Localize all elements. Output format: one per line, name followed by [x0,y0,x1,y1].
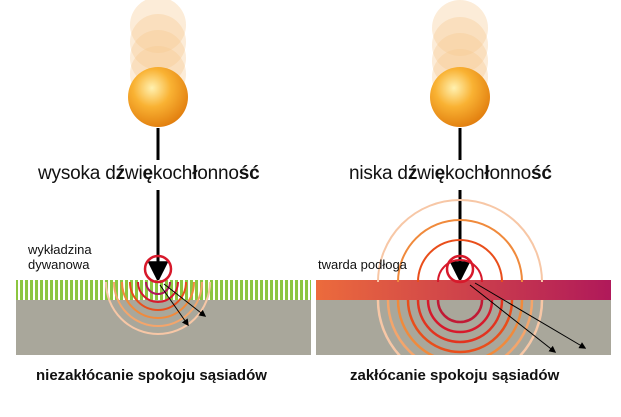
left-heading-text-3: wi [124,163,143,184]
left-sound-waves [105,281,211,335]
left-heading-text-4: ę [142,163,153,184]
right-ball [430,67,490,127]
left-panel [16,0,311,355]
left-heading-text-7: onno [197,163,239,184]
right-sound-waves [376,300,544,355]
left-impact-ring [143,254,173,284]
carpet-label: wykładzina dywanowa [28,242,92,272]
right-impact-ring [445,254,475,284]
right-transmission-arrow-1 [469,284,557,353]
right-slab [316,300,611,355]
left-heading-text-8: ść [238,163,260,184]
right-surface-waves [377,199,543,283]
right-transmission-arrow-2 [474,282,587,349]
right-heading-text-1: niska d [349,163,408,184]
right-heading-text-6: ł [484,163,490,184]
left-heading-text-5: koch [152,163,193,184]
left-ball [128,67,188,127]
left-transmission-arrow-1 [159,284,189,327]
right-heading-text-7: onno [489,163,531,184]
right-heading-text-3: wi [417,163,435,184]
left-heading-text-2: ź [115,163,126,184]
right-heading-text-4: ę [434,163,446,184]
right-panel [316,0,611,355]
left-heading: wysoka dźwiękochłonność [38,163,260,185]
left-transmission-arrow-2 [163,283,207,317]
left-slab [16,300,311,355]
right-caption: zakłócanie spokoju sąsiadów [350,367,560,384]
hard-floor-layer [316,280,611,300]
right-heading-text-5: koch [445,163,485,184]
left-caption: niezakłócanie spokoju sąsiadów [36,367,267,384]
carpet-label-line-2: dywanowa [28,257,90,272]
right-heading: niska dźwiękochłonność [349,163,552,185]
right-heading-text-8: ść [530,163,552,184]
left-heading-text-6: ł [192,163,198,184]
right-heading-text-2: ź [407,163,418,184]
hard-floor-label: twarda podłoga [318,257,407,272]
left-heading-text-1: wysoka d [38,163,116,184]
carpet-label-line-1: wykładzina [28,242,92,257]
